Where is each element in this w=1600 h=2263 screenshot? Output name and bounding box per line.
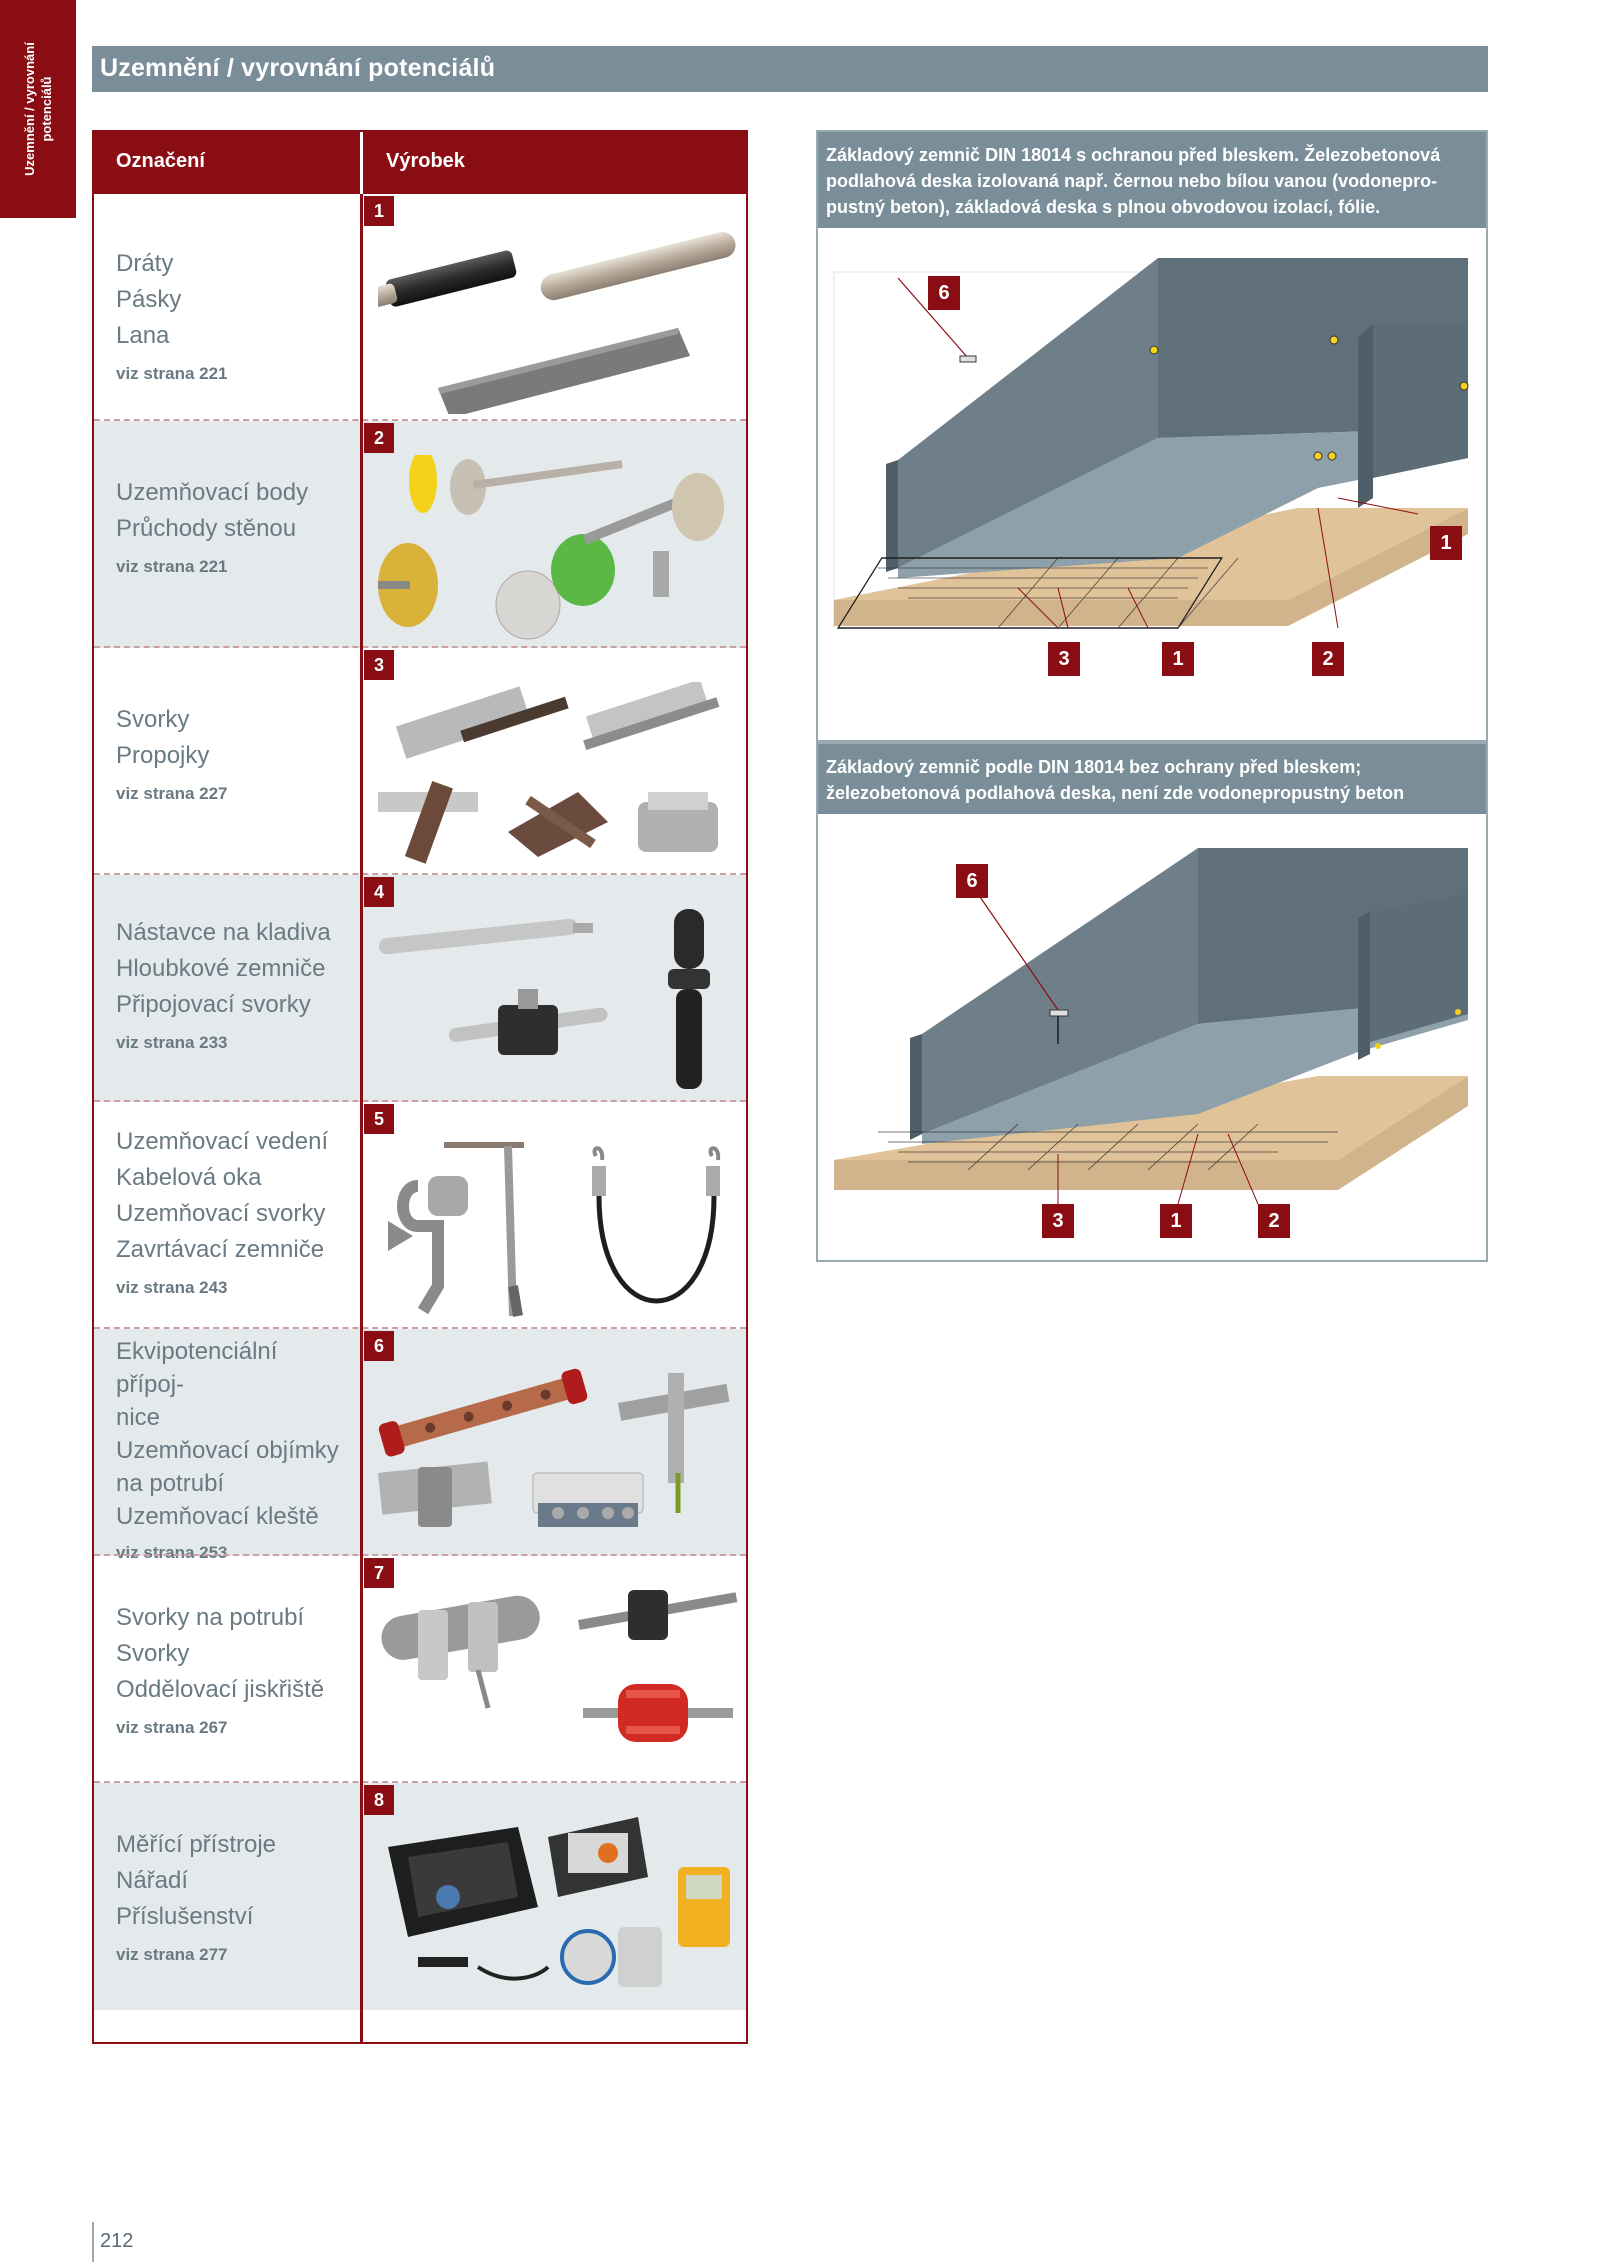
side-tab-label: Uzemnění / vyrovnání potenciálů [22, 42, 54, 176]
table-row: Nástavce na kladiva Hloubkové zemniče Př… [94, 875, 746, 1102]
page-reference: viz strana 253 [116, 1543, 228, 1562]
page-reference: viz strana 221 [116, 557, 228, 576]
row-label: Uzemňovací body Průchody stěnou viz stra… [116, 475, 348, 577]
diagram-panel-without-lightning-protection: Základový zemnič podle DIN 18014 bez och… [816, 742, 1488, 1262]
table-row: Ekvipotenciální přípoj- nice Uzemňovací … [94, 1329, 746, 1562]
page-reference: viz strana 243 [116, 1278, 228, 1297]
row-label: Svorky Propojky viz strana 227 [116, 702, 348, 804]
table-header: Označení Výrobek [94, 132, 746, 194]
row-label: Ekvipotenciální přípoj- nice Uzemňovací … [116, 1335, 348, 1563]
row-number-badge: 5 [364, 1104, 394, 1134]
page-reference: viz strana 233 [116, 1033, 228, 1052]
product-image-equipotential-bars [378, 1368, 730, 1527]
page-reference: viz strana 267 [116, 1718, 228, 1737]
row-number-badge: 8 [364, 1785, 394, 1815]
table-row: Uzemňovací body Průchody stěnou viz stra… [94, 421, 746, 648]
product-image-wires [378, 232, 736, 414]
product-image-measuring-tools [388, 1817, 730, 1987]
callout-1-lower: 1 [1162, 642, 1194, 676]
callout-6: 6 [928, 276, 960, 310]
footer-rule [92, 2222, 94, 2262]
product-image-clamps [378, 682, 720, 864]
product-image-earthing-cables [388, 1142, 721, 1317]
row-label: Nástavce na kladiva Hloubkové zemniče Př… [116, 915, 348, 1053]
page-reference: viz strana 277 [116, 1945, 228, 1964]
diagram-panel-with-lightning-protection: Základový zemnič DIN 18014 s ochranou př… [816, 130, 1488, 742]
table-row: Dráty Pásky Lana viz strana 221 1 [94, 194, 746, 421]
row-label: Měřící přístroje Nářadí Příslušenství vi… [116, 1827, 348, 1965]
table-row: Měřící přístroje Nářadí Příslušenství vi… [94, 1783, 746, 2010]
panel-heading: Základový zemnič podle DIN 18014 bez och… [818, 744, 1486, 814]
page-reference: viz strana 221 [116, 364, 228, 383]
foundation-earth-diagram-1: 6 1 3 1 2 [818, 228, 1486, 728]
product-table: Označení Výrobek Dráty Pásky Lana viz st… [92, 130, 748, 2044]
callout-2: 2 [1258, 1204, 1290, 1238]
header-designation: Označení [116, 150, 205, 172]
callout-2: 2 [1312, 642, 1344, 676]
header-product: Výrobek [386, 150, 465, 172]
page-reference: viz strana 227 [116, 784, 228, 803]
table-row: Svorky na potrubí Svorky Oddělovací jisk… [94, 1556, 746, 1783]
side-tab: Uzemnění / vyrovnání potenciálů [0, 0, 76, 218]
page-title: Uzemnění / vyrovnání potenciálů [100, 54, 496, 82]
product-image-pipe-clamps [381, 1590, 738, 1742]
table-row: Uzemňovací vedení Kabelová oka Uzemňovac… [94, 1102, 746, 1329]
table-row: Svorky Propojky viz strana 227 3 [94, 648, 746, 875]
callout-1: 1 [1160, 1204, 1192, 1238]
foundation-earth-diagram-2: 6 3 1 2 [818, 814, 1486, 1254]
foundation-illustration [834, 848, 1468, 1205]
row-number-badge: 7 [364, 1558, 394, 1588]
callout-1: 1 [1430, 526, 1462, 560]
foundation-illustration [833, 258, 1469, 629]
callout-3: 3 [1042, 1204, 1074, 1238]
product-image-hammer-inserts [378, 909, 710, 1089]
page-title-bar: Uzemnění / vyrovnání potenciálů [92, 46, 1488, 92]
callout-3: 3 [1048, 642, 1080, 676]
row-number-badge: 2 [364, 423, 394, 453]
panel-heading: Základový zemnič DIN 18014 s ochranou př… [818, 132, 1486, 228]
row-label: Svorky na potrubí Svorky Oddělovací jisk… [116, 1600, 348, 1738]
product-image-earthing-points [378, 455, 724, 640]
row-label: Uzemňovací vedení Kabelová oka Uzemňovac… [116, 1124, 348, 1298]
row-label: Dráty Pásky Lana viz strana 221 [116, 246, 348, 384]
callout-6: 6 [956, 864, 988, 898]
row-number-badge: 1 [364, 196, 394, 226]
row-number-badge: 4 [364, 877, 394, 907]
row-number-badge: 3 [364, 650, 394, 680]
row-number-badge: 6 [364, 1331, 394, 1361]
page-number: 212 [100, 2230, 134, 2252]
